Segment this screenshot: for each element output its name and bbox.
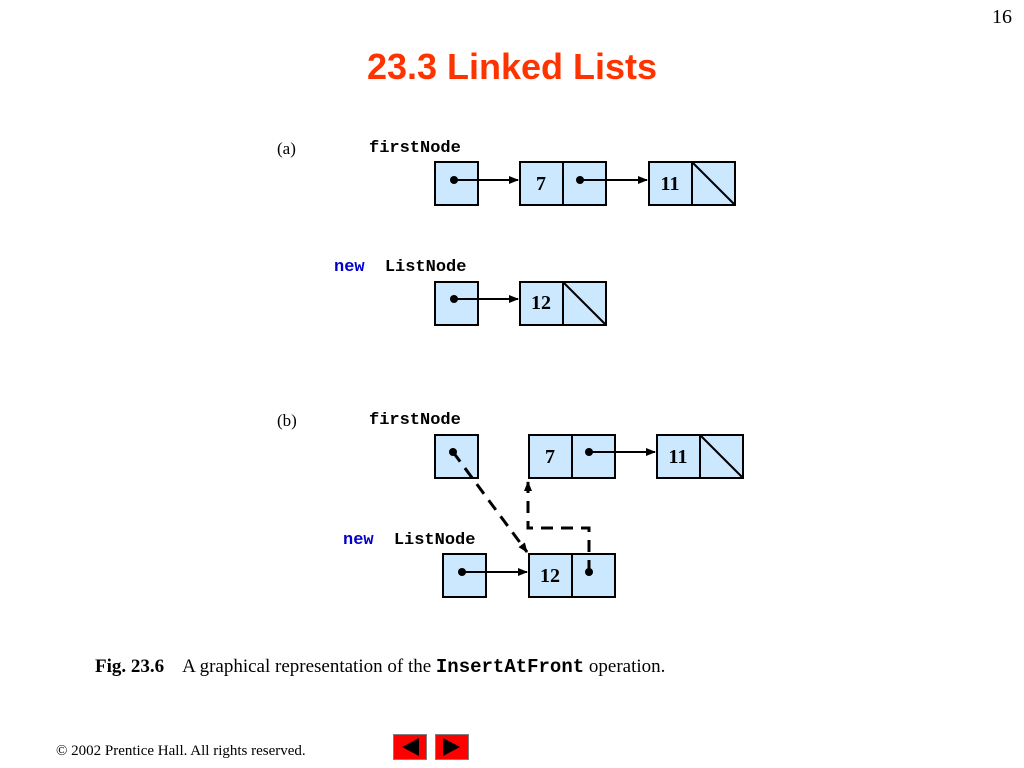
part-a-firstnode-label: firstNode bbox=[369, 139, 461, 158]
caption-code: InsertAtFront bbox=[435, 656, 585, 678]
figure-label: Fig. 23.6 bbox=[95, 656, 165, 677]
part-b-firstnode-box bbox=[434, 434, 529, 553]
right-arrow-icon bbox=[443, 738, 460, 756]
part-a-new-listnode-label: new ListNode bbox=[334, 258, 466, 277]
part-b-node-value: 11 bbox=[669, 446, 688, 468]
part-b-label: (b) bbox=[277, 411, 297, 430]
new-keyword: new bbox=[334, 258, 365, 277]
slide-title: 23.3 Linked Lists bbox=[366, 46, 658, 87]
previous-slide-button[interactable] bbox=[393, 734, 427, 760]
part-a-node-7: 7 bbox=[519, 161, 648, 206]
part-a-node-11: 11 bbox=[648, 161, 736, 206]
figure-caption: Fig. 23.6 A graphical representation of t… bbox=[95, 656, 665, 678]
part-b-node-11: 11 bbox=[656, 434, 744, 479]
part-a-label: (a) bbox=[277, 139, 296, 158]
part-b-firstnode-label: firstNode bbox=[369, 411, 461, 430]
part-a-node-value: 11 bbox=[661, 173, 680, 195]
listnode-text: ListNode bbox=[394, 531, 476, 550]
listnode-text: ListNode bbox=[385, 258, 467, 277]
next-slide-button[interactable] bbox=[435, 734, 469, 760]
caption-text-before: A graphical representation of the bbox=[182, 656, 436, 677]
part-a-node-value: 7 bbox=[536, 173, 546, 195]
part-b-node-value: 7 bbox=[545, 446, 555, 468]
part-b-node-7: 7 bbox=[528, 434, 656, 479]
left-arrow-icon bbox=[402, 738, 419, 756]
new-keyword: new bbox=[343, 531, 374, 550]
page-number: 16 bbox=[992, 6, 1012, 28]
null-pointer-slash bbox=[691, 161, 736, 206]
caption-text-after: operation. bbox=[584, 656, 666, 677]
copyright-footer: © 2002 Prentice Hall. All rights reserve… bbox=[56, 743, 306, 759]
part-b-new-listnode-label: new ListNode bbox=[343, 531, 475, 550]
null-pointer-slash bbox=[699, 434, 744, 479]
null-pointer-slash bbox=[562, 281, 607, 326]
linked-list-diagram: (a) firstNode 7 11 new ListNode bbox=[277, 139, 744, 598]
part-b-newnode-pointer-box bbox=[442, 553, 528, 598]
part-b-node-value: 12 bbox=[540, 565, 560, 587]
part-a-firstnode-box bbox=[434, 161, 519, 206]
part-a-node-12: 12 bbox=[519, 281, 607, 326]
part-a-node-value: 12 bbox=[531, 292, 551, 314]
part-a-newnode-pointer-box bbox=[434, 281, 519, 326]
part-b-node-12: 12 bbox=[524, 481, 616, 598]
